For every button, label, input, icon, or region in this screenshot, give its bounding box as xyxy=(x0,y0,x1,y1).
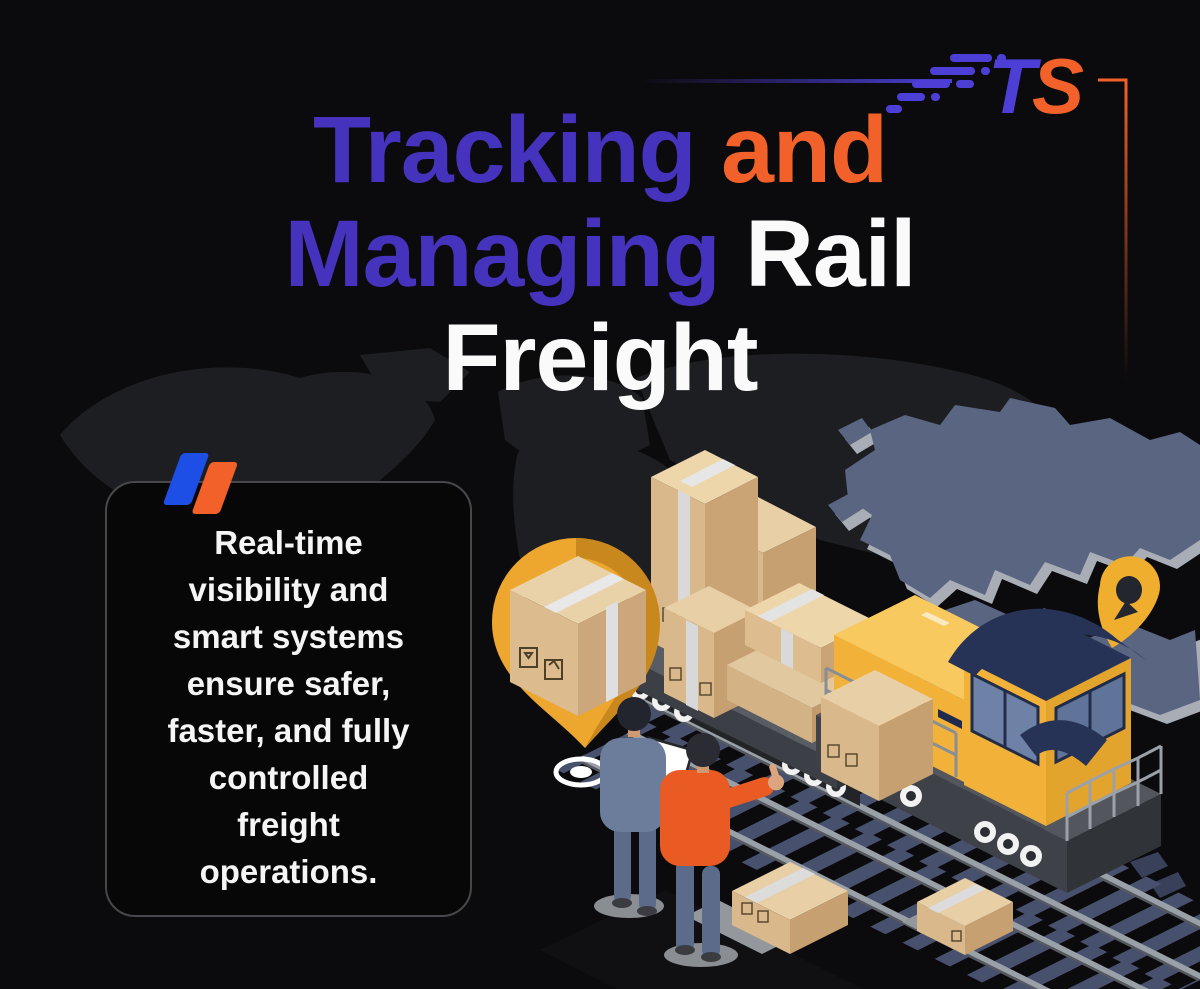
title-line-1: Tracking and xyxy=(312,97,888,203)
purple-accent-line xyxy=(640,79,952,83)
pin-parcel xyxy=(510,556,646,716)
locomotive xyxy=(816,595,1163,893)
info-card: Real-time visibility and smart systems e… xyxy=(105,453,472,917)
title-line-3: Freight xyxy=(442,305,759,411)
ground-box-1 xyxy=(686,862,848,954)
cab-roof xyxy=(948,608,1146,676)
worker-with-tablet xyxy=(594,697,695,918)
orange-corner-bracket xyxy=(1098,78,1128,380)
title-line-2: Managing Rail xyxy=(284,201,917,307)
ground-box-2 xyxy=(902,878,1013,955)
page-title: Tracking and Managing Rail Freight xyxy=(0,98,1200,410)
coupling-box xyxy=(821,670,933,801)
rear-railing xyxy=(1065,744,1163,841)
double-slash-icon xyxy=(163,453,237,514)
rear-canopy xyxy=(1020,720,1107,766)
card-text: Real-time visibility and smart systems e… xyxy=(167,524,410,890)
worker-pointing xyxy=(660,733,785,967)
small-map-pin-icon xyxy=(1097,556,1160,648)
map-pin-icon xyxy=(492,538,660,748)
